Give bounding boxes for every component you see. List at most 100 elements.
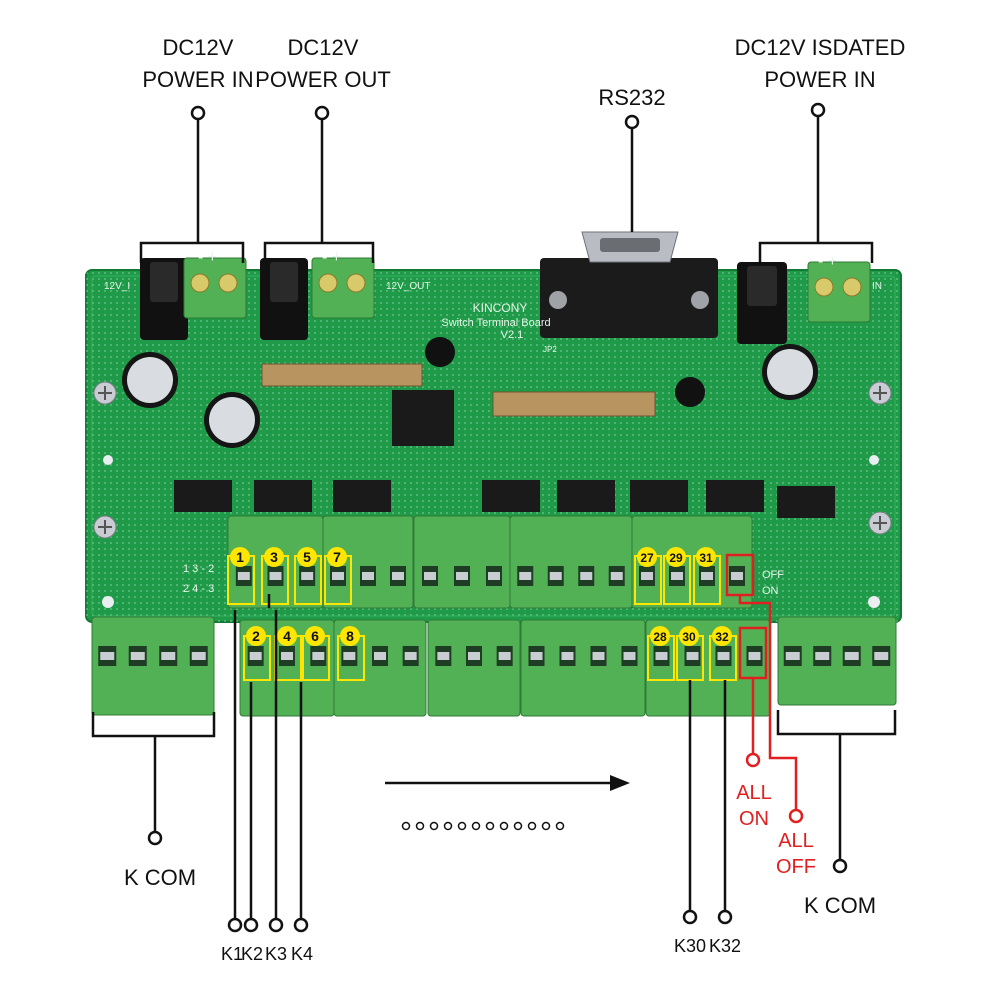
mounting-screws: [93, 381, 892, 608]
silk-12v-in: 12V_I: [104, 281, 130, 292]
top-terminal-block: [413, 515, 511, 609]
com-screw-contact: [785, 652, 800, 660]
screw-contact: [281, 652, 293, 660]
screw-contact: [655, 652, 668, 660]
power-in-label: DC12V POWER IN: [128, 32, 268, 96]
screw-contact: [343, 652, 356, 660]
bottom-terminal-block: [333, 619, 427, 717]
silk-on: ON: [762, 585, 779, 597]
all-on-line1: ALL: [736, 782, 772, 804]
screw-contact: [748, 652, 761, 660]
continuation-dots: [401, 821, 565, 831]
silk-12v-out: 12V_OUT: [386, 281, 430, 292]
k-com-right-label: K COM: [803, 893, 877, 918]
screw-contact: [237, 572, 250, 580]
terminal-number: 4: [283, 628, 291, 644]
terminal-number: 8: [346, 628, 354, 644]
silk-in: IN: [872, 281, 882, 292]
screw-contact: [332, 572, 344, 580]
power-in-line2: POWER IN: [142, 67, 254, 92]
rs232-label: RS232: [598, 85, 666, 110]
screw-contact: [362, 572, 374, 580]
terminal-number: 1: [236, 549, 244, 565]
power-terminals: [183, 257, 871, 323]
k4-label: K4: [290, 944, 314, 964]
screw-contact: [686, 652, 699, 660]
capacitors: [122, 337, 818, 448]
silk-model: Switch Terminal Board: [441, 317, 550, 329]
k-com-terminals: [91, 616, 897, 716]
screw-contact: [249, 652, 262, 660]
terminal-number: 6: [311, 628, 319, 644]
screw-contact: [301, 572, 314, 580]
terminal-number-marker: [712, 626, 732, 646]
terminal-number: 5: [303, 549, 311, 565]
silk-brand: KINCONY: [473, 301, 528, 315]
terminal-number-marker: [264, 547, 284, 567]
com-screw-contact: [191, 652, 206, 660]
screw-contact: [424, 572, 436, 580]
power-in-line1: DC12V: [162, 35, 234, 60]
screw-contact: [269, 572, 282, 580]
com-screw-contact: [100, 652, 115, 660]
terminal-number: 3: [270, 549, 278, 565]
top-terminal-block: [509, 515, 633, 609]
screw-contact: [374, 652, 386, 660]
com-screw-contact: [874, 652, 889, 660]
terminal-number: 31: [699, 551, 713, 565]
screw-contact: [519, 572, 532, 580]
screw-contact: [717, 652, 730, 660]
all-off-line1: ALL: [778, 830, 814, 852]
screw-contact: [623, 652, 636, 660]
screw-contact: [530, 652, 543, 660]
screw-contact: [641, 572, 653, 580]
silk-row-1: 1 3 - 2: [183, 563, 214, 575]
bottom-terminal-block: [427, 619, 521, 717]
terminal-number-marker: [305, 626, 325, 646]
screw-contact: [671, 572, 683, 580]
k2-label: K2: [240, 944, 264, 964]
terminal-number: 7: [333, 549, 341, 565]
direction-arrowhead: [610, 775, 630, 791]
terminal-number: 2: [252, 628, 260, 644]
screw-contact: [701, 572, 713, 580]
callout-dots: [147, 102, 848, 933]
screw-contact: [468, 652, 480, 660]
screw-contact: [498, 652, 511, 660]
com-screw-contact: [844, 652, 859, 660]
power-out-label: DC12V POWER OUT: [248, 32, 398, 96]
all-off-line2: OFF: [776, 856, 816, 878]
power-out-line2: POWER OUT: [255, 67, 391, 92]
screw-contact: [312, 652, 325, 660]
com-screw-contact: [161, 652, 176, 660]
silk-version: V2.1: [501, 329, 524, 341]
k32-label: K32: [708, 936, 742, 956]
all-on-off-lines: [725, 553, 804, 824]
k30-label: K30: [673, 936, 707, 956]
screw-contact: [437, 652, 450, 660]
screw-contact: [488, 572, 500, 580]
screw-contact: [592, 652, 605, 660]
screw-contact: [456, 572, 468, 580]
silk-jp2: JP2: [543, 345, 557, 354]
all-on-label: ALL ON: [724, 780, 784, 832]
terminal-number-marker: [637, 547, 657, 567]
screw-contact: [610, 572, 623, 580]
power-out-line1: DC12V: [287, 35, 359, 60]
isolated-power-in-label: DC12V ISDATED POWER IN: [722, 32, 918, 96]
dc-jacks: [140, 258, 787, 344]
terminal-number-marker: [246, 626, 266, 646]
terminal-number-marker: [650, 626, 670, 646]
terminal-number: 30: [682, 630, 696, 644]
screw-contact: [392, 572, 404, 580]
screw-contact: [731, 572, 743, 580]
com-screw-contact: [130, 652, 145, 660]
terminal-number: 28: [653, 630, 667, 644]
terminal-number: 32: [715, 630, 729, 644]
all-on-line2: ON: [739, 808, 769, 830]
terminal-number-marker: [277, 626, 297, 646]
com-screw-contact: [815, 652, 830, 660]
k-com-left-label: K COM: [123, 865, 197, 890]
